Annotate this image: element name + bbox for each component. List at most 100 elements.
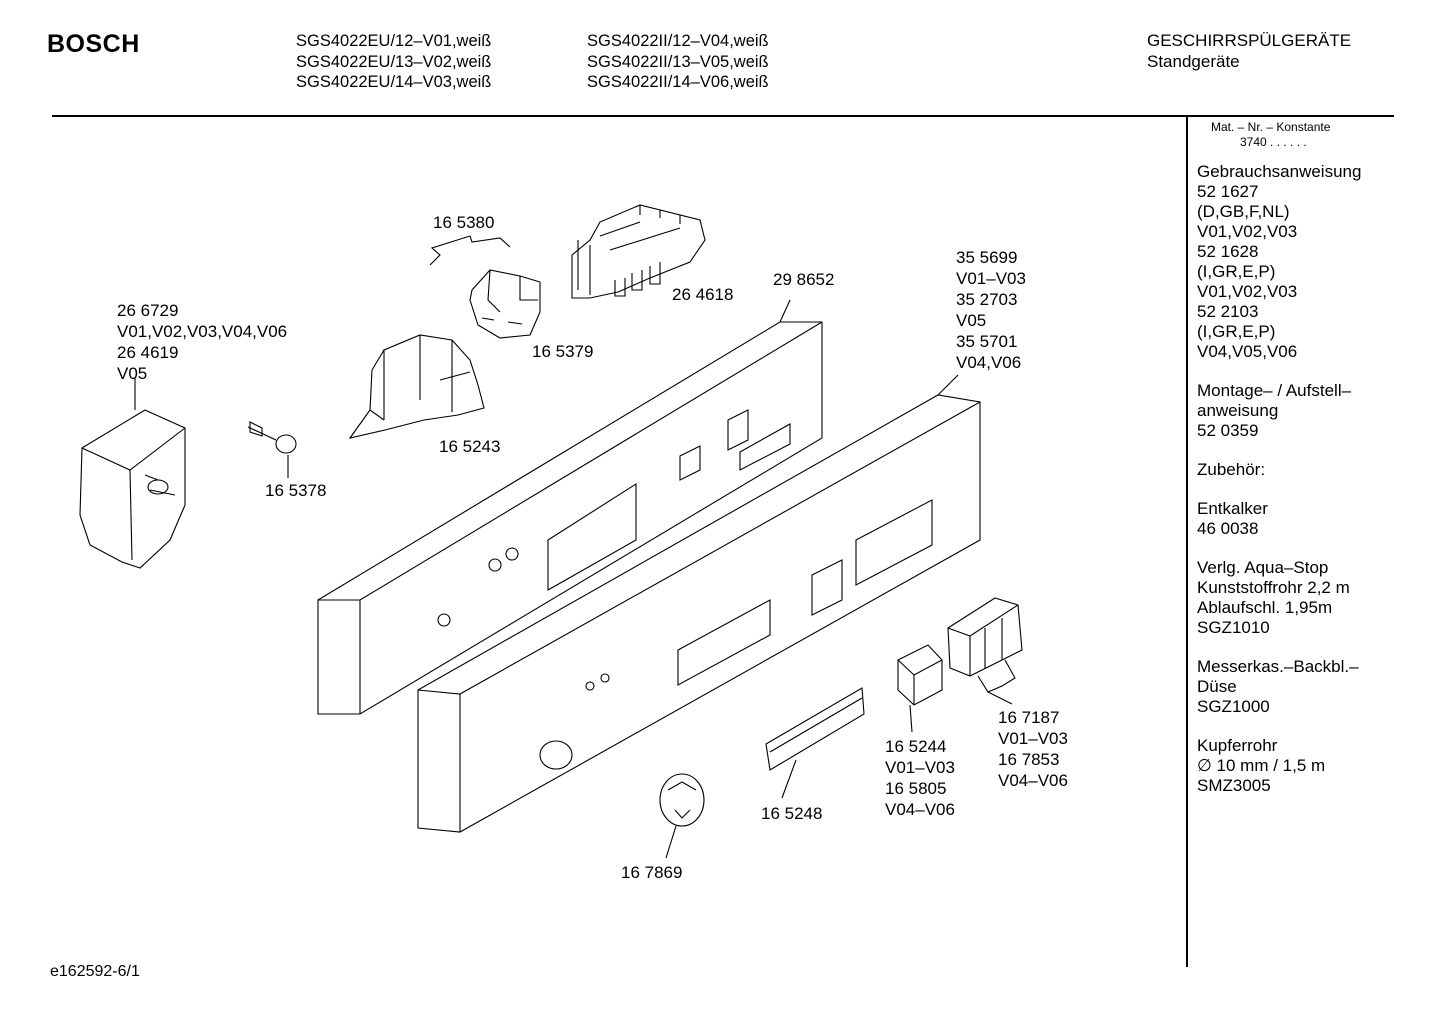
part-label-264618: 26 4618 (672, 284, 733, 305)
front-panel-part (417, 374, 981, 833)
model-item: SGS4022EU/12–V01,weiß (296, 32, 492, 50)
note-line: (I,GR,E,P) (1197, 262, 1276, 281)
model-list-eu: SGS4022EU/12–V01,weiß SGS4022EU/13–V02,w… (296, 31, 491, 93)
part-number: 26 4618 (672, 285, 734, 304)
model-item: SGS4022II/12–V04,weiß (587, 32, 769, 50)
part-variant: V04–V06 (885, 800, 955, 819)
part-label-167869: 16 7869 (621, 862, 682, 883)
part-variant: V01–V03 (885, 758, 955, 777)
part-label-298652: 29 8652 (773, 269, 834, 290)
frame-part (348, 334, 485, 439)
note-group-descaler: Entkalker 46 0038 (1197, 499, 1387, 539)
note-line: (I,GR,E,P) (1197, 322, 1276, 341)
note-line: Düse (1197, 677, 1237, 696)
note-group-aquastop: Verlg. Aqua–Stop Kunststoffrohr 2,2 m Ab… (1197, 558, 1387, 638)
part-variant: V01–V03 (956, 269, 1026, 288)
part-number: 16 7187 (998, 708, 1060, 727)
part-label-355699: 35 5699 V01–V03 35 2703 V05 35 5701 V04,… (956, 247, 1026, 373)
part-label-165248: 16 5248 (761, 803, 822, 824)
note-line: 52 2103 (1197, 302, 1259, 321)
bulb-part (247, 421, 297, 478)
note-group-nozzle: Messerkas.–Backbl.– Düse SGZ1000 (1197, 657, 1387, 717)
note-line: V01,V02,V03 (1197, 282, 1298, 301)
note-line: Kunststoffrohr 2,2 m (1197, 578, 1350, 597)
note-line: V04,V05,V06 (1197, 342, 1298, 361)
note-group-copper-pipe: Kupferrohr ∅ 10 mm / 1,5 m SMZ3005 (1197, 736, 1387, 796)
part-label-167187: 16 7187 V01–V03 16 7853 V04–V06 (998, 707, 1068, 791)
part-label-266729: 26 6729 V01,V02,V03,V04,V06 26 4619 V05 (117, 300, 287, 384)
note-line: anweisung (1197, 401, 1279, 420)
part-variant: V05 (117, 364, 148, 383)
model-list-ii: SGS4022II/12–V04,weiß SGS4022II/13–V05,w… (587, 31, 769, 93)
part-label-165244: 16 5244 V01–V03 16 5805 V04–V06 (885, 736, 955, 820)
note-line: 52 1628 (1197, 242, 1259, 261)
part-number: 16 5378 (265, 481, 327, 500)
document-code: e162592-6/1 (50, 963, 140, 980)
knob-part (659, 773, 705, 859)
part-number: 26 6729 (117, 301, 179, 320)
note-line: Messerkas.–Backbl.– (1197, 657, 1359, 676)
part-number: 16 5380 (433, 213, 495, 232)
part-number: 35 5699 (956, 248, 1018, 267)
brand-logo: BOSCH (47, 30, 140, 58)
model-item: SGS4022EU/13–V02,weiß (296, 52, 492, 71)
part-number: 16 7853 (998, 750, 1060, 769)
note-group-installation: Montage– / Aufstell– anweisung 52 0359 (1197, 381, 1387, 441)
note-line: Gebrauchsanweisung (1197, 162, 1362, 181)
button-group-part (947, 597, 1023, 705)
part-variant: V01,V02,V03,V04,V06 (117, 322, 288, 341)
part-number: 16 7869 (621, 863, 683, 882)
part-number: 29 8652 (773, 270, 835, 289)
part-label-165379: 16 5379 (532, 341, 593, 362)
part-number: 26 4619 (117, 343, 179, 362)
part-variant: V04,V06 (956, 353, 1022, 372)
note-line: Kupferrohr (1197, 736, 1278, 755)
part-variant: V04–V06 (998, 771, 1068, 790)
model-item: SGS4022II/13–V05,weiß (587, 52, 769, 71)
part-number: 35 2703 (956, 290, 1018, 309)
note-line: Montage– / Aufstell– (1197, 381, 1352, 400)
control-module-part (79, 378, 186, 569)
button-part (897, 644, 943, 733)
part-variant: V05 (956, 311, 987, 330)
main-panel-part (317, 299, 823, 715)
model-item: SGS4022EU/14–V03,weiß (296, 73, 492, 91)
part-number: 16 5244 (885, 737, 947, 756)
matnr-label: Mat. – Nr. – Konstante (1211, 120, 1331, 134)
note-line: Entkalker (1197, 499, 1268, 518)
note-line: Zubehör: (1197, 460, 1266, 479)
model-item: SGS4022II/14–V06,weiß (587, 73, 769, 91)
note-line: 52 0359 (1197, 421, 1259, 440)
note-line: 52 1627 (1197, 182, 1259, 201)
note-line: SGZ1000 (1197, 697, 1270, 716)
category-block: GESCHIRRSPÜLGERÄTE Standgeräte (1147, 30, 1351, 72)
sidebar-divider (1186, 117, 1188, 967)
part-variant: V01–V03 (998, 729, 1068, 748)
note-line: SGZ1010 (1197, 618, 1270, 637)
spring-part (429, 235, 511, 266)
part-number: 35 5701 (956, 332, 1018, 351)
note-group-accessories: Zubehör: (1197, 460, 1387, 480)
part-label-165378: 16 5378 (265, 480, 326, 501)
note-line: Ablaufschl. 1,95m (1197, 598, 1333, 617)
part-label-165380: 16 5380 (433, 212, 494, 233)
header-divider (52, 115, 1394, 117)
note-line: 46 0038 (1197, 519, 1259, 538)
category-subtitle: Standgeräte (1147, 52, 1240, 71)
switch-block-part (571, 204, 706, 299)
note-line: ∅ 10 mm / 1,5 m (1197, 756, 1326, 775)
part-number: 16 5248 (761, 804, 823, 823)
strip-part (765, 687, 865, 799)
part-number: 16 5379 (532, 342, 594, 361)
matnr-block: Mat. – Nr. – Konstante 3740 . . . . . . (1211, 120, 1330, 150)
category-title: GESCHIRRSPÜLGERÄTE (1147, 31, 1352, 50)
note-line: Verlg. Aqua–Stop (1197, 558, 1329, 577)
part-number: 16 5805 (885, 779, 947, 798)
sidebar-notes: Gebrauchsanweisung 52 1627 (D,GB,F,NL) V… (1197, 162, 1387, 815)
note-group-manual: Gebrauchsanweisung 52 1627 (D,GB,F,NL) V… (1197, 162, 1387, 362)
note-line: V01,V02,V03 (1197, 222, 1298, 241)
part-label-165243: 16 5243 (439, 436, 500, 457)
note-line: SMZ3005 (1197, 776, 1271, 795)
matnr-value: 3740 . . . . . . (1240, 135, 1307, 149)
